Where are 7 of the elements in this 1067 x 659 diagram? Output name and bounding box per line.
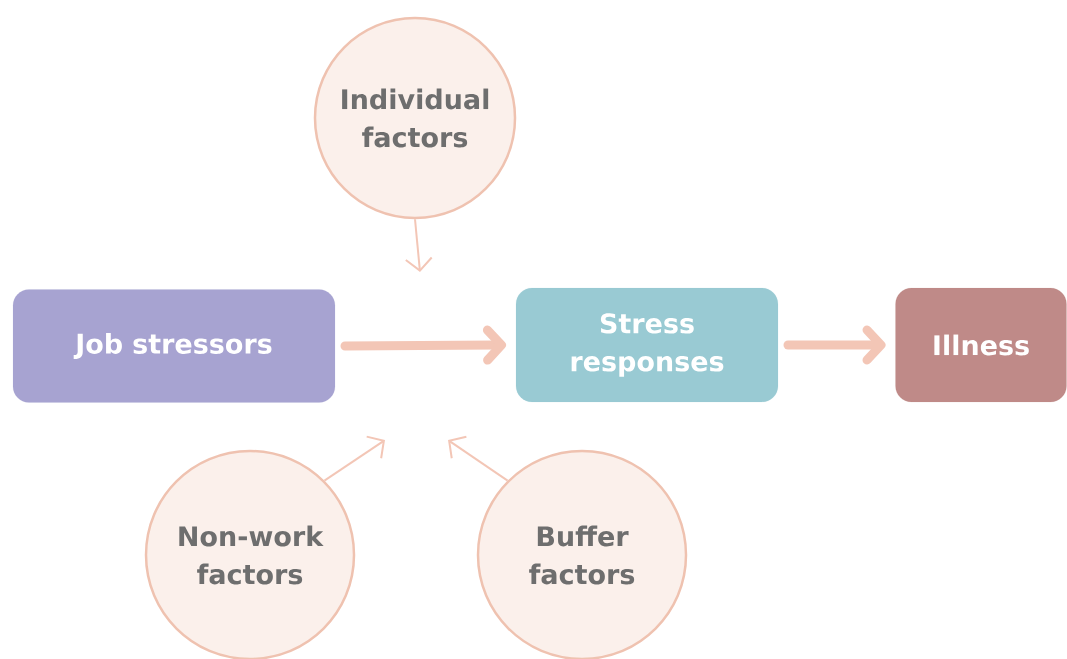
arrow <box>323 435 385 482</box>
arrow <box>340 325 506 365</box>
process-box: Job stressors <box>12 289 336 403</box>
arrow <box>783 325 886 365</box>
process-box: Illness <box>895 287 1067 403</box>
process-box: Stress responses <box>515 287 779 403</box>
arrow <box>448 435 509 482</box>
